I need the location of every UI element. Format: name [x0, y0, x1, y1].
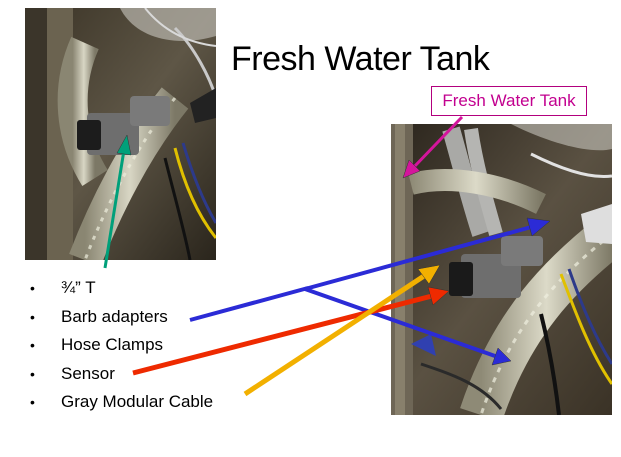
- list-item: • Gray Modular Cable: [30, 388, 213, 417]
- list-item-label: Hose Clamps: [61, 335, 164, 354]
- list-item-label: Sensor: [61, 363, 115, 383]
- list-item: • Hose Clamps: [30, 331, 213, 360]
- bullet-glyph: •: [30, 280, 35, 296]
- callout-label-text: Fresh Water Tank: [442, 91, 576, 110]
- bullet-glyph: •: [30, 394, 35, 410]
- bullet-glyph: •: [30, 308, 35, 325]
- photo-tee-closeup: [25, 8, 216, 260]
- list-item: • Sensor: [30, 360, 213, 389]
- list-item-label: Gray Modular Cable: [61, 392, 214, 411]
- photo-tank-fittings: [391, 124, 612, 415]
- callout-label: Fresh Water Tank: [431, 86, 587, 116]
- bullet-glyph: •: [30, 337, 35, 353]
- list-item: • ¾” T: [30, 274, 213, 303]
- list-item: • Barb adapters: [30, 303, 213, 332]
- parts-list: • ¾” T • Barb adapters • Hose Clamps • Senso…: [30, 274, 213, 417]
- bullet-glyph: •: [30, 365, 35, 382]
- slide-title: Fresh Water Tank: [231, 40, 490, 78]
- list-item-label: ¾” T: [61, 278, 96, 297]
- list-item-label: Barb adapters: [61, 306, 168, 326]
